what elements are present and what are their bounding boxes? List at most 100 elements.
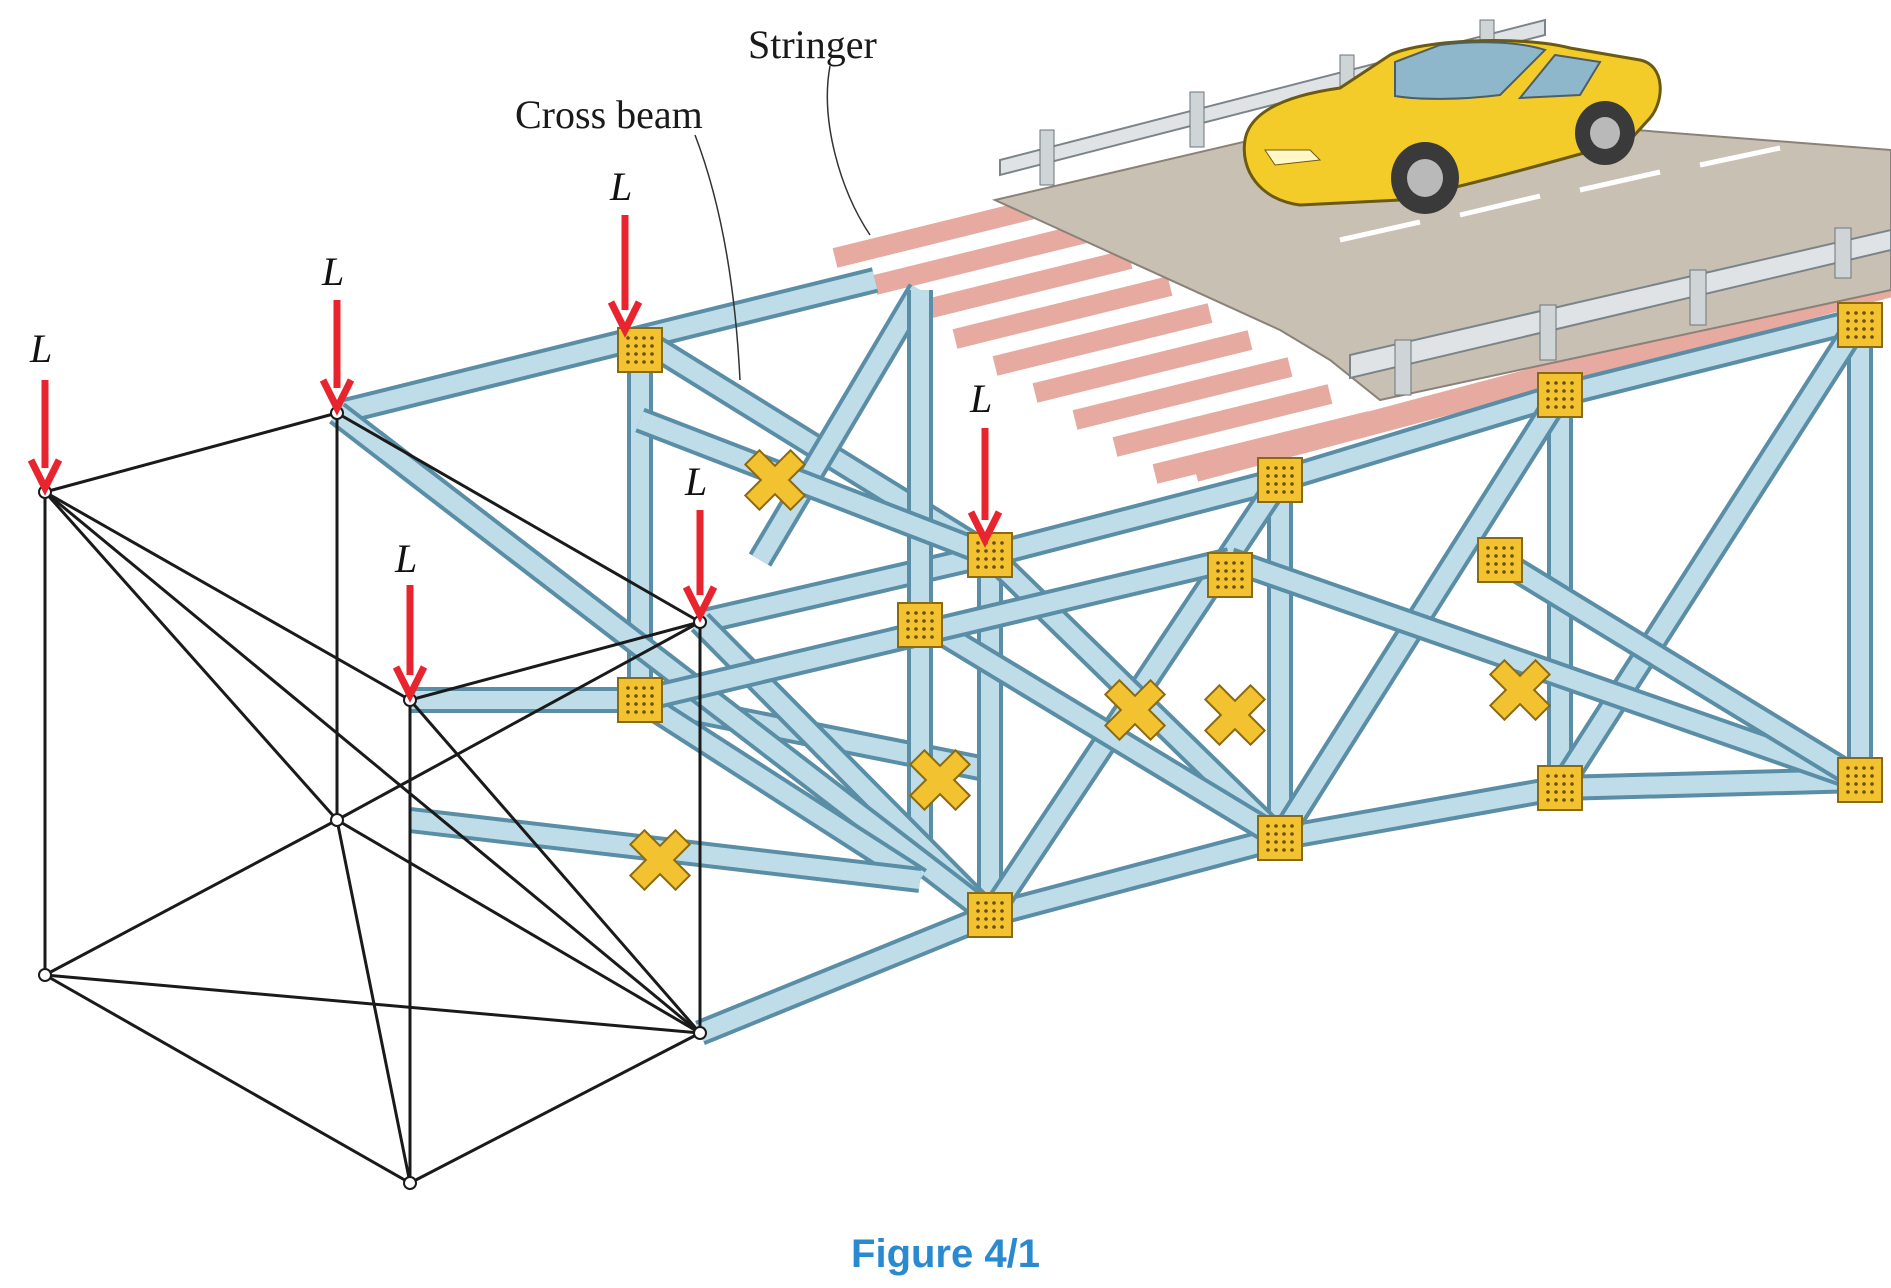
rivet [1274, 474, 1278, 478]
rivet [1510, 570, 1514, 574]
load-arrow-icon [319, 378, 355, 416]
rivet [626, 710, 630, 714]
rivet [984, 565, 988, 569]
rivet [1266, 490, 1270, 494]
rivet [906, 619, 910, 623]
rivet [1000, 549, 1004, 553]
rivet [914, 627, 918, 631]
rivet [626, 336, 630, 340]
rivet [1562, 798, 1566, 802]
rivet [1282, 466, 1286, 470]
rivet [650, 360, 654, 364]
rivet [1216, 569, 1220, 573]
rivet [992, 549, 996, 553]
rivet [1554, 798, 1558, 802]
load-label: L [29, 326, 52, 371]
rivet [650, 336, 654, 340]
rivet [1854, 774, 1858, 778]
rivet [1240, 577, 1244, 581]
rivet [906, 635, 910, 639]
rivet [650, 352, 654, 356]
rivet [1846, 766, 1850, 770]
rivet [1862, 782, 1866, 786]
rivet [1854, 335, 1858, 339]
truss-member [987, 829, 1283, 924]
rivet [914, 635, 918, 639]
truss-member [1278, 779, 1562, 847]
rivet [1862, 319, 1866, 323]
load-label: L [609, 164, 632, 209]
truss-member [915, 612, 1285, 846]
rivet [1554, 381, 1558, 385]
gusset-plate-icon [1537, 765, 1583, 811]
rivet [992, 565, 996, 569]
rivet [634, 702, 638, 706]
rivet [1000, 909, 1004, 913]
rivet [626, 352, 630, 356]
rivet [1570, 782, 1574, 786]
rivet [976, 565, 980, 569]
load-arrow-icon [682, 585, 718, 623]
rivet [634, 686, 638, 690]
rivet [1562, 782, 1566, 786]
rivet [992, 557, 996, 561]
load-label: L [969, 376, 992, 421]
rivet [1510, 554, 1514, 558]
rivet [992, 909, 996, 913]
rivet [992, 901, 996, 905]
rivet [1562, 790, 1566, 794]
rivet [642, 352, 646, 356]
rivet [1546, 790, 1550, 794]
rivet [1282, 832, 1286, 836]
rivet [1274, 490, 1278, 494]
rivet [1846, 774, 1850, 778]
rivet [1570, 790, 1574, 794]
rivet [930, 627, 934, 631]
rivet [1282, 840, 1286, 844]
rivet [1862, 766, 1866, 770]
gusset-plate-icon [967, 892, 1013, 938]
rivet [1554, 782, 1558, 786]
rivet [1502, 562, 1506, 566]
rivet [984, 557, 988, 561]
truss-member [637, 271, 878, 347]
rivet [1562, 397, 1566, 401]
gusset-plate-icon [1257, 815, 1303, 861]
rivet [1216, 577, 1220, 581]
gusset-plate-icon [617, 677, 663, 723]
rivet [1216, 585, 1220, 589]
rivet [626, 344, 630, 348]
gusset-plates [617, 302, 1883, 938]
car-icon [1242, 39, 1662, 214]
rivet [1494, 570, 1498, 574]
rivet [1224, 585, 1228, 589]
rivet [1232, 577, 1236, 581]
guard-rail-front [1349, 227, 1891, 396]
rivet [1570, 381, 1574, 385]
rivet [1274, 824, 1278, 828]
rivet [1854, 311, 1858, 315]
rivet [1266, 848, 1270, 852]
rivet [1546, 381, 1550, 385]
rivet [1546, 798, 1550, 802]
rivet [922, 627, 926, 631]
rivet [1546, 405, 1550, 409]
rivet [1854, 319, 1858, 323]
rivet [1266, 474, 1270, 478]
cross-plate [1103, 678, 1167, 742]
rivet [1570, 389, 1574, 393]
rivet [1282, 490, 1286, 494]
rivet [1862, 311, 1866, 315]
rivet [976, 901, 980, 905]
truss-member [636, 411, 994, 564]
rivet [1554, 774, 1558, 778]
rivet [1862, 335, 1866, 339]
rivet [1846, 790, 1850, 794]
rivet [1224, 577, 1228, 581]
gusset-plate-icon [1207, 552, 1253, 598]
rivet [1870, 790, 1874, 794]
rivet [650, 344, 654, 348]
truss-member [696, 906, 994, 1042]
